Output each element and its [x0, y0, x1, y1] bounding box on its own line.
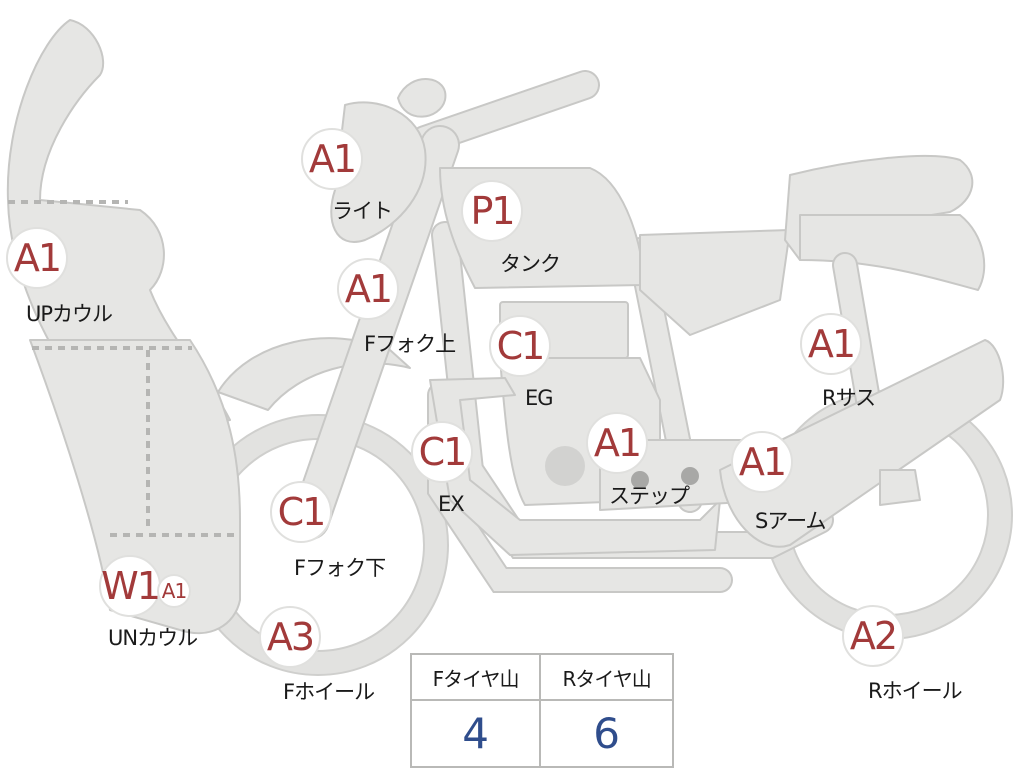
f-wheel-label: Fホイール [283, 680, 375, 704]
step-label: ステップ [609, 484, 690, 508]
front-tire-tread-value: 4 [409, 699, 542, 768]
swing-arm-grade-badge: A1 [731, 431, 793, 493]
exhaust-label: EX [438, 492, 465, 516]
up-cowl-label: UPカウル [26, 302, 113, 326]
tire-tread-table: Fタイヤ山 Rタイヤ山 4 6 [409, 653, 674, 768]
swing-arm-shape [719, 339, 1005, 548]
under-cowl-sub-grade-badge: A1 [157, 574, 191, 608]
light-grade-badge: A1 [301, 128, 363, 190]
front-tire-tread-header: Fタイヤ山 [409, 653, 542, 701]
r-wheel-grade-badge: A2 [842, 605, 904, 667]
rear-tire-tread-value: 6 [539, 699, 674, 768]
r-suspension-label: Rサス [822, 386, 876, 410]
under-cowl-label: UNカウル [108, 626, 198, 650]
exhaust-grade-badge: C1 [411, 421, 473, 483]
rear-tire-tread-header: Rタイヤ山 [539, 653, 674, 701]
swing-arm-label: Sアーム [755, 509, 826, 533]
f-fork-upper-label: Fフォク上 [364, 332, 456, 356]
tank-grade-badge: P1 [461, 180, 523, 242]
under-cowl-shape [29, 339, 241, 635]
step-grade-badge: A1 [586, 412, 648, 474]
under-cowl-grade-badge: W1 [99, 555, 161, 617]
light-label: ライト [332, 199, 393, 223]
f-wheel-grade-badge: A3 [259, 606, 321, 668]
engine-label: EG [525, 386, 554, 410]
upper-cowl-shape [6, 19, 231, 441]
up-cowl-grade-badge: A1 [6, 227, 68, 289]
r-suspension-grade-badge: A1 [800, 313, 862, 375]
engine-grade-badge: C1 [489, 315, 551, 377]
tank-label: タンク [500, 252, 561, 276]
f-fork-upper-grade-badge: A1 [337, 258, 399, 320]
f-fork-lower-label: Fフォク下 [294, 556, 386, 580]
f-fork-lower-grade-badge: C1 [270, 481, 332, 543]
r-wheel-label: Rホイール [868, 679, 963, 703]
exhaust-shape [429, 377, 721, 556]
